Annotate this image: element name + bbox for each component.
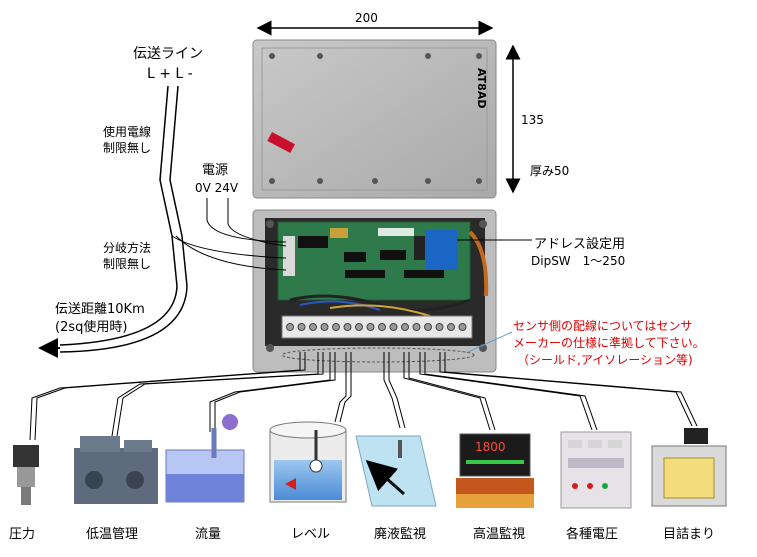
controller-display: 1800 [475,440,506,454]
sensor-label: 流量 [195,527,221,542]
sensor-wire [408,352,496,431]
line-terminals: L + L - [147,66,193,82]
filter-clog-icon [651,428,727,507]
wire-note-line1: 使用電線 [103,124,151,139]
wire-note-line2: 制限無し [103,140,151,155]
enclosure-lid: AT8AD [252,39,497,199]
sensor-wire [209,352,331,432]
terminal-screw [309,323,317,331]
pressure-sensor-icon [13,445,39,505]
terminal-screw [458,323,467,331]
sensor-label: レベル [291,527,330,542]
sensor-note-line1: センサ側の配線についてはセンサ [513,318,692,333]
sensor-label: 圧力 [9,527,35,542]
sensor-wire [116,352,324,437]
terminal-screw [389,323,398,331]
branch-note-line2: 制限無し [103,256,151,271]
sensor-wire [388,352,406,429]
temperature-controller-icon: 1800 [456,433,534,508]
power-label: 電源 [202,163,228,178]
terminal-screw [355,323,363,331]
height-dimension: 135 [521,113,544,127]
terminal-screw [401,323,409,331]
sensor-wire [424,352,598,431]
flow-tank-icon [165,414,245,503]
terminal-screw [378,323,386,331]
terminal-screw [447,323,455,331]
address-label: アドレス設定用 [534,236,625,252]
terminal-screw [286,323,294,331]
terminal-screw [366,323,375,331]
model-label: AT8AD [475,68,488,108]
distance-line2: (2sq使用時) [55,319,127,335]
address-setting: アドレス設定用 DipSW 1～250 [457,236,625,268]
branch-note-line1: 分岐方法 [103,240,151,255]
sensor-wire [334,352,347,423]
sensor-wiring-note: センサ側の配線についてはセンサ メーカーの仕様に準拠して下さい。 （シールド,ア… [467,318,705,367]
sensor-label: 各種電圧 [566,526,618,542]
waste-liquid-icon [355,435,437,507]
sensor-wire [444,352,698,427]
sensor-note-line2: メーカーの仕様に準拠して下さい。 [513,335,705,350]
sensor-note-line3: （シールド,アイソレーション等) [517,353,693,367]
sensor-label: 高温監視 [473,526,525,542]
transmission-line: 伝送ライン L + L - 使用電線 制限無し 分岐方法 制限無し 伝送距離10… [38,46,287,358]
terminal-screw [435,323,444,331]
sensor-wire [383,352,401,429]
sensor-wire [419,352,593,431]
refrigeration-unit-icon [74,436,158,504]
address-range: DipSW 1～250 [531,254,625,268]
sensor-terminal-strip [281,315,473,339]
width-dimension: 200 [355,11,378,25]
level-tank-icon [269,421,347,503]
sensor-wire [214,352,336,432]
terminal-screw [297,323,306,331]
sensor-label: 低温管理 [86,527,138,542]
terminal-screw [320,323,329,331]
line-title: 伝送ライン [133,46,203,62]
voltage-panel-icon [560,431,632,509]
sensor-wire [29,352,301,441]
terminal-screw [412,323,421,331]
sensor-wire [111,352,319,437]
power-voltage: 0V 24V [195,181,239,195]
terminal-screw [332,323,340,331]
brand-badge-icon [267,132,295,154]
power-supply: 電源 0V 24V [195,163,287,247]
sensor-wire [339,352,352,423]
sensor-wires [29,352,698,441]
sensor-label: 廃液監視 [374,526,426,542]
sensor-wire [403,352,491,431]
open-enclosure [252,209,497,373]
dip-switch-icon [425,230,457,270]
terminal-screw [424,323,432,331]
distance-line1: 伝送距離10Km [55,302,145,317]
sensor-wire [34,352,306,441]
sensor-label: 目詰まり [663,526,715,542]
depth-dimension: 厚み50 [530,164,569,178]
terminal-screw [343,323,352,331]
